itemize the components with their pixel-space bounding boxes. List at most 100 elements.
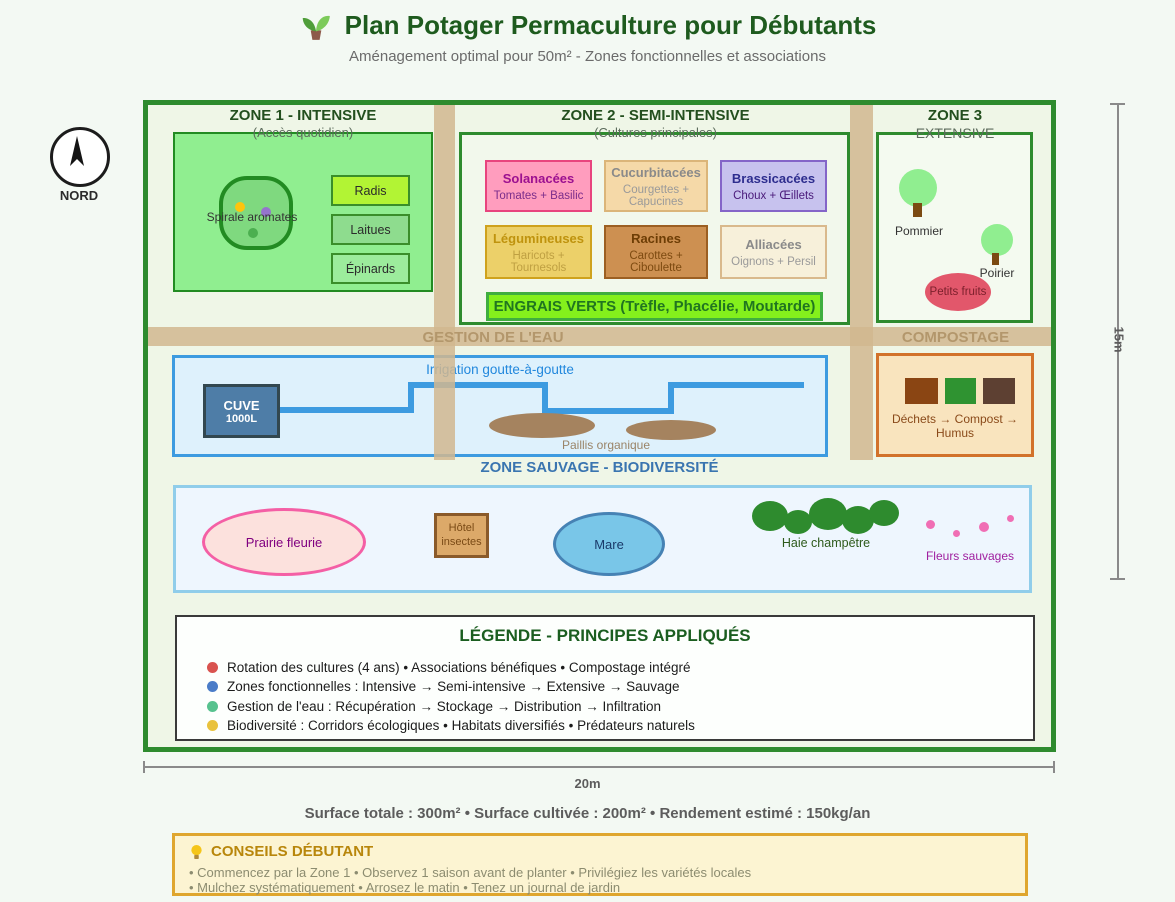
card-name: Légumineuses [492,230,585,246]
wildflower-dot [979,522,989,532]
card-alliacees: Alliacées Oignons + Persil [720,225,827,279]
height-dimension-label: 15m [1111,326,1127,353]
small-fruits-ellipse: Petits fruits [925,273,991,311]
insect-hotel-label-2: insectes [441,535,482,548]
zone2-bed-area: Solanacées Tomates + Basilic Cucurbitacé… [459,132,850,325]
path-vertical-left [434,105,455,460]
zone3-subtitle: EXTENSIVE [915,125,995,141]
pear-tree-label: Poirier [979,266,1015,280]
compost-area: Déchets → Compost → Humus [876,353,1034,457]
seedling-icon [302,15,330,40]
irrigation-label: Irrigation goutte-à-goutte [426,362,574,377]
water-tank-label: CUVE [223,397,260,413]
tips-line-1: • Commencez par la Zone 1 • Observez 1 s… [189,865,752,880]
beginner-tips-box: CONSEILS DÉBUTANT • Commencez par la Zon… [172,833,1028,896]
wildflower-dot [1007,515,1014,522]
width-dimension-label: 20m [574,776,601,791]
dimension-tick [1110,103,1125,105]
legend-dot-red [207,661,218,673]
path-vertical-right [850,105,873,460]
herb-dot-green [248,228,258,238]
zone2-subtitle: (Cultures principales) [594,125,717,140]
tips-title-row: CONSEILS DÉBUTANT [189,843,373,860]
legend-item-zones: Zones fonctionnelles : Intensive → Semi-… [207,678,679,694]
page-subtitle: Aménagement optimal pour 50m² - Zones fo… [349,48,826,65]
card-name: Alliacées [745,236,802,252]
compost-bin-compost [945,378,976,404]
water-tank-capacity: 1000L [225,412,258,425]
water-band-label: GESTION DE L'EAU [422,329,564,346]
zone3-orchard-area: Pommier Poirier Petits fruits [876,132,1033,323]
compost-bin-waste [905,378,938,404]
wild-zone-title: ZONE SAUVAGE - BIODIVERSITÉ [480,459,719,476]
page-header: Plan Potager Permaculture pour Débutants [0,8,1175,42]
card-racines: Racines Carottes + Ciboulette [604,225,708,279]
width-dimension-line [143,766,1055,768]
mulch-patch [489,413,595,438]
pear-tree-crown [981,224,1013,256]
legend-item-biodiversity: Biodiversité : Corridors écologiques • H… [207,717,695,733]
herb-dot-purple [261,207,271,217]
legend-item-text: Zones fonctionnelles : Intensive → Semi-… [227,678,680,694]
pear-tree-trunk [992,253,999,265]
wildflower-dot [926,520,935,529]
compass-needle-icon [70,136,84,166]
legend-item-text: Gestion de l'eau : Récupération → Stocka… [227,698,662,714]
apple-tree-trunk [913,203,922,217]
path-horizontal [148,327,1051,346]
card-name: Solanacées [502,170,575,186]
card-pair: Tomates + Basilic [493,189,584,202]
zone2-title: ZONE 2 - SEMI-INTENSIVE [561,107,750,124]
surface-summary: Surface totale : 300m² • Surface cultivé… [304,805,871,822]
bed-epinards: Épinards [331,253,410,284]
tips-line-2: • Mulchez systématiquement • Arrosez le … [189,880,621,895]
card-brassicacees: Brassicacées Choux + Œillets [720,160,827,212]
card-pair: Choux + Œillets [733,189,814,202]
flower-meadow: Prairie fleurie [202,508,366,576]
legend-item-water: Gestion de l'eau : Récupération → Stocka… [207,698,661,714]
wild-zone-area: Prairie fleurie Hôtel insectes Mare Haie… [173,485,1032,593]
water-management-area: Irrigation goutte-à-goutte CUVE 1000L Pa… [172,355,828,457]
herb-dot-yellow [235,202,245,212]
bed-laitues: Laitues [331,214,410,245]
dimension-tick [1110,578,1125,580]
card-solanacees: Solanacées Tomates + Basilic [485,160,592,212]
compost-flow-label: Déchets → Compost → Humus [891,412,1019,440]
dimension-tick [143,761,145,773]
garden-plan: ZONE 1 - INTENSIVE (Accès quotidien) ZON… [143,100,1056,752]
lightbulb-icon [191,844,202,859]
compass [50,127,110,187]
compass-label: NORD [59,188,99,203]
hedge-shape [752,498,899,534]
dimension-tick [1053,761,1055,773]
page-title: Plan Potager Permaculture pour Débutants [344,9,877,40]
drip-pipe [280,382,804,414]
herb-spiral-label: Spirale aromates [206,210,298,224]
zone1-bed-area: Spirale aromates Radis Laitues Épinards [173,132,433,292]
apple-tree-label: Pommier [894,224,943,238]
hedge-label: Haie champêtre [781,536,871,550]
bed-radis: Radis [331,175,410,206]
tips-title: CONSEILS DÉBUTANT [211,843,374,860]
green-manure-bar: ENGRAIS VERTS (Trèfle, Phacélie, Moutard… [486,292,823,321]
height-dimension-line [1117,103,1119,579]
card-pair: Oignons + Persil [731,255,816,268]
card-name: Cucurbitacées [611,164,701,180]
mulch-label: Paillis organique [561,438,651,452]
legend-dot-blue [207,680,218,692]
legend-title: LÉGENDE - PRINCIPES APPLIQUÉS [459,626,751,645]
legend-item-text: Rotation des cultures (4 ans) • Associat… [227,659,691,675]
mulch-patch [626,420,716,440]
card-name: Brassicacées [731,170,816,186]
legend-dot-yellow [207,719,218,731]
legend-item-rotation: Rotation des cultures (4 ans) • Associat… [207,659,690,675]
card-pair: Carottes + Ciboulette [629,249,683,274]
insect-hotel: Hôtel insectes [434,513,489,558]
apple-tree-crown [899,169,937,207]
card-cucurbitacees: Cucurbitacées Courgettes + Capucines [604,160,708,212]
card-pair: Courgettes + Capucines [622,183,690,208]
wildflower-dot [953,530,960,537]
card-legumineuses: Légumineuses Haricots + Tournesols [485,225,592,279]
compost-band-label: COMPOSTAGE [901,329,1010,346]
